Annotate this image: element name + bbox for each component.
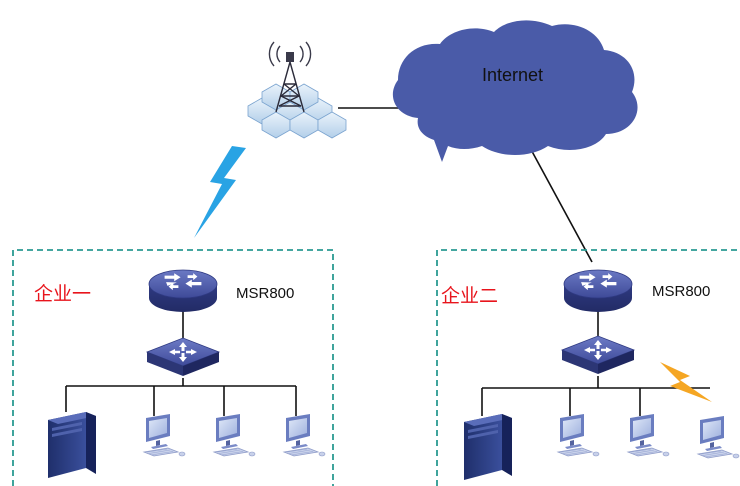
enterprise-one-boundary (12, 249, 334, 486)
enterprise-one-pc-icon (143, 413, 186, 457)
enterprise-two-network (464, 269, 740, 480)
enterprise-one-label: 企业一 (34, 283, 91, 305)
enterprise-one-router-icon (148, 269, 218, 313)
internet-label: Internet (482, 65, 543, 85)
warning-wireless-bolt-icon (660, 362, 712, 402)
internet-cloud-icon (392, 20, 638, 163)
enterprise-one-network (48, 269, 326, 478)
enterprise-one-server-icon (48, 412, 96, 478)
enterprise-two-switch-icon (561, 335, 635, 375)
enterprise-two-boundary (436, 249, 740, 486)
enterprise-two-wireless-pc-icon (697, 415, 740, 459)
enterprise-one-pc-icon (213, 413, 256, 457)
enterprise-two-router-icon (563, 269, 633, 313)
enterprise-two-pc-icon (627, 413, 670, 457)
enterprise-two-pc-icon (557, 413, 600, 457)
enterprise-two-router-label: MSR800 (652, 283, 710, 300)
enterprise-one-pc-icon (283, 413, 326, 457)
internet-to-router-two-link (527, 143, 593, 263)
base-station-tower-icon (247, 41, 347, 139)
enterprise-two-label: 企业二 (441, 285, 498, 307)
enterprise-one-router-label: MSR800 (236, 285, 294, 302)
enterprise-one-switch-icon (146, 337, 220, 377)
wireless-signal-bolt-icon (194, 146, 246, 238)
enterprise-two-server-icon (464, 414, 512, 480)
